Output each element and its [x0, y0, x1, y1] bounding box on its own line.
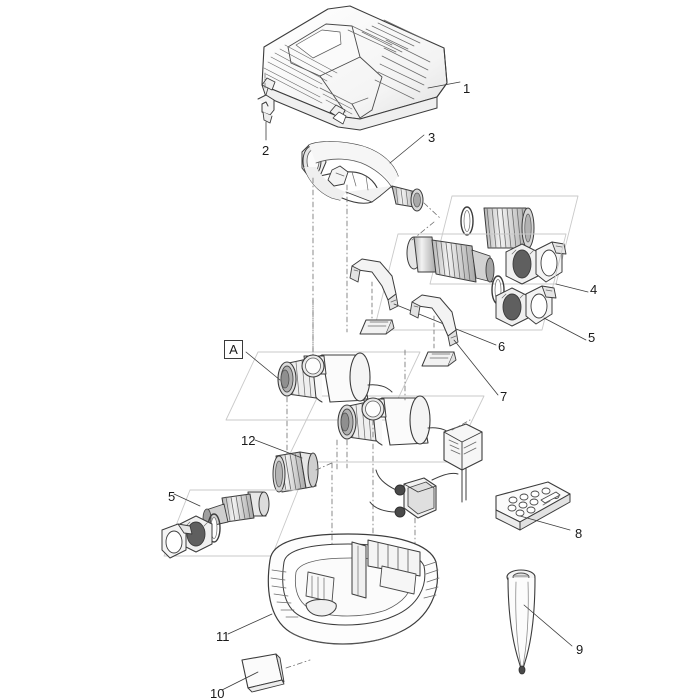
callout-label-12: 12 [241, 433, 256, 448]
callout-label-1: 1 [463, 81, 471, 96]
callout-label-8: 8 [575, 526, 583, 541]
callout-label-5-lower: 5 [168, 489, 176, 504]
part-remote-control [495, 481, 571, 531]
pump-motor-1 [277, 352, 393, 403]
callout-label-2: 2 [262, 143, 270, 158]
group-box-a: A [224, 340, 243, 359]
callout-label-7: 7 [500, 389, 508, 404]
callout-label-11: 11 [216, 629, 230, 644]
callout-label-6: 6 [498, 339, 506, 354]
part-bracket-upper [349, 258, 399, 335]
callout-label-9: 9 [576, 642, 584, 657]
part-outlet-elbow [301, 141, 424, 212]
callout-label-4: 4 [590, 282, 598, 297]
part-top-cover [261, 5, 448, 131]
callout-label-5: 5 [588, 330, 596, 345]
part-access-cover [241, 653, 285, 693]
part-cover-clip [257, 87, 275, 124]
part-hose-kit-lower [161, 489, 299, 559]
callout-label-10: 10 [210, 686, 225, 700]
part-ground-stake [506, 569, 536, 675]
part-controller-unit [443, 423, 483, 503]
part-threaded-adapter [272, 451, 319, 493]
part-hose-kit-middle [373, 233, 567, 331]
callout-label-3: 3 [428, 130, 436, 145]
part-junction-box [369, 469, 459, 519]
part-main-housing [267, 533, 440, 645]
pump-motor-2 [337, 395, 453, 446]
part-hose-kit-upper [429, 195, 579, 285]
